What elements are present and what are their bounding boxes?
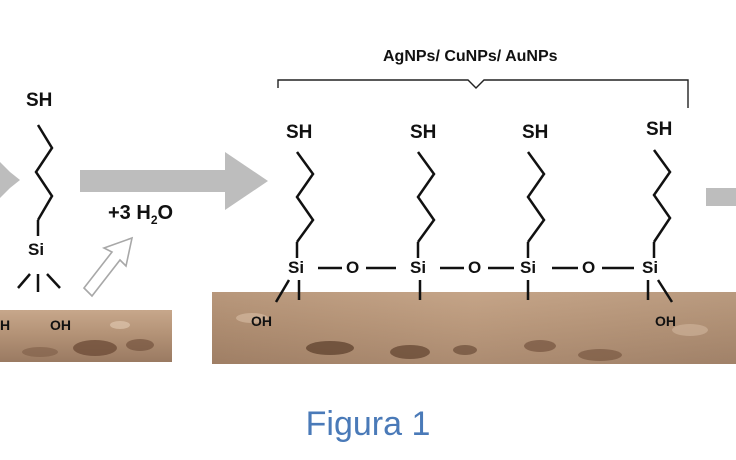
right-alkyl-chains	[295, 149, 672, 243]
left-alkyl-chain	[34, 124, 54, 221]
water-label: +3 H2O	[108, 202, 174, 227]
nanoparticle-bracket	[277, 79, 689, 108]
right-oh-left-label: OH	[251, 313, 272, 329]
water-release-arrow	[82, 236, 134, 298]
right-partial-arrow	[706, 188, 736, 206]
sh-label-3: SH	[522, 122, 549, 143]
sh-label-2: SH	[410, 122, 437, 143]
surface-anchor-bonds	[274, 279, 674, 303]
si-label-1: Si	[288, 258, 305, 277]
left-si-legs	[17, 273, 61, 292]
si-label-3: Si	[520, 258, 537, 277]
left-oh-label-partial: H	[0, 317, 11, 333]
sh-label-4: SH	[646, 119, 673, 140]
figure-caption: Figura 1	[305, 405, 431, 443]
o-label-1: O	[346, 258, 360, 277]
si-label-4: Si	[642, 258, 659, 277]
right-si-bonds	[295, 242, 656, 258]
left-si-label: Si	[28, 240, 45, 259]
o-label-2: O	[468, 258, 482, 277]
sh-label-1: SH	[286, 122, 313, 143]
right-oh-right-label: OH	[655, 313, 676, 329]
si-label-2: Si	[410, 258, 427, 277]
nanoparticles-label: AgNPs/ CuNPs/ AuNPs	[383, 48, 558, 65]
left-sh-label: SH	[26, 90, 53, 111]
left-oh-label: OH	[50, 317, 71, 333]
main-reaction-arrow	[80, 152, 268, 210]
o-label-3: O	[582, 258, 596, 277]
right-substrate	[212, 292, 736, 364]
left-substrate	[0, 310, 172, 362]
left-partial-arrow	[0, 162, 20, 198]
